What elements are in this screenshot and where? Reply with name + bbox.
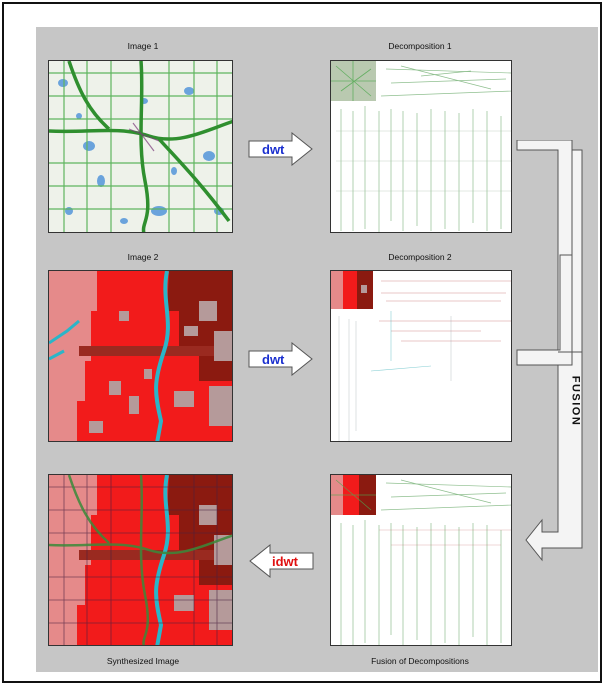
caption-image-1: Image 1 [127,41,159,51]
idwt-label: idwt [272,554,299,569]
fusion-label: FUSION [569,375,582,427]
caption-image-2: Image 2 [127,252,159,262]
fusion-bracket-arrow [516,140,583,562]
dwt-arrow-2: dwt [248,342,313,376]
synthesized-image [48,474,233,646]
image-1-road-map [48,60,233,233]
idwt-arrow: idwt [249,544,314,578]
dwt-arrow-1: dwt [248,132,313,166]
decomposition-2-image [330,270,512,442]
dwt-label-1: dwt [262,142,285,157]
image-2-land-use [48,270,233,442]
caption-decomposition-1: Decomposition 1 [388,41,452,51]
dwt-label-2: dwt [262,352,285,367]
decomposition-1-image [330,60,512,233]
caption-synthesized-image: Synthesized Image [106,656,180,666]
caption-decomposition-2: Decomposition 2 [388,252,452,262]
fusion-of-decompositions-image [330,474,512,646]
caption-fusion-of-decompositions: Fusion of Decompositions [371,656,469,666]
